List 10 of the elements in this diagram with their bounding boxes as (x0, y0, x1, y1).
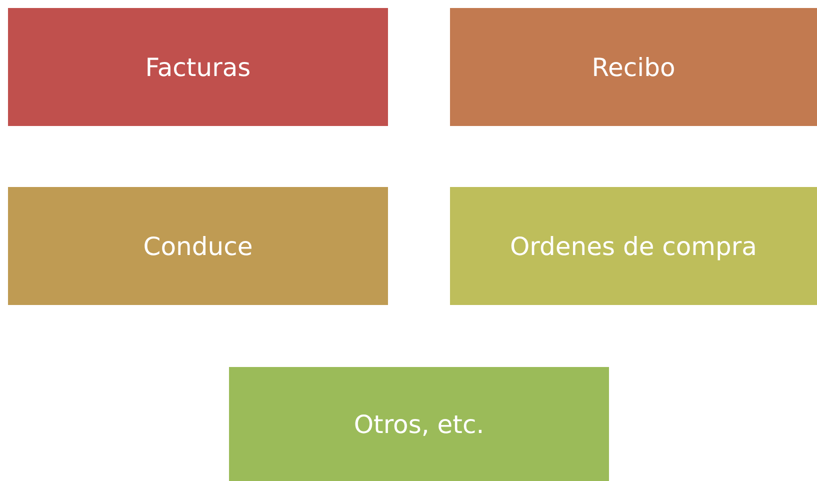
box-label: Otros, etc. (354, 410, 484, 438)
category-box (8, 8, 388, 126)
box-label: Facturas (145, 52, 251, 82)
box-label: Ordenes de compra (510, 232, 758, 260)
category-box (450, 187, 817, 305)
category-box (8, 187, 388, 305)
box-label: Recibo (592, 52, 676, 82)
category-box (450, 8, 817, 126)
box-label: Conduce (143, 232, 253, 260)
category-box (229, 367, 609, 481)
